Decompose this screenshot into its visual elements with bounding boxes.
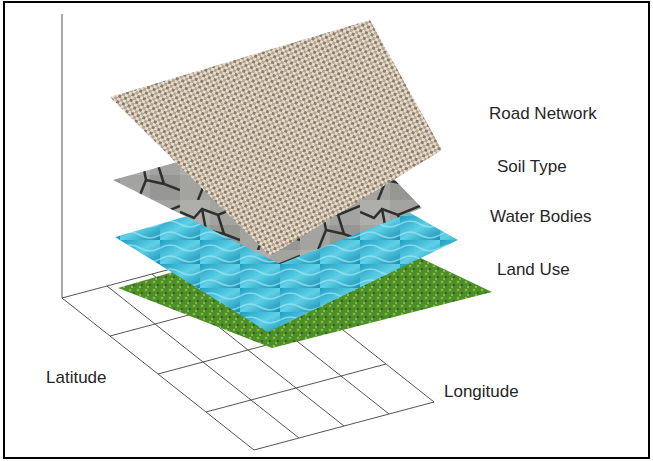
vertical-axis [62,14,63,298]
layer-label: Soil Type [495,157,569,177]
layer-label: Water Bodies [488,207,593,227]
outer-frame [4,2,649,458]
layer-label: Land Use [495,260,572,280]
layer-label: Road Network [487,104,599,124]
road-layer [110,20,442,256]
axis-label: Latitude [44,368,109,388]
axis-label: Longitude [442,382,521,402]
